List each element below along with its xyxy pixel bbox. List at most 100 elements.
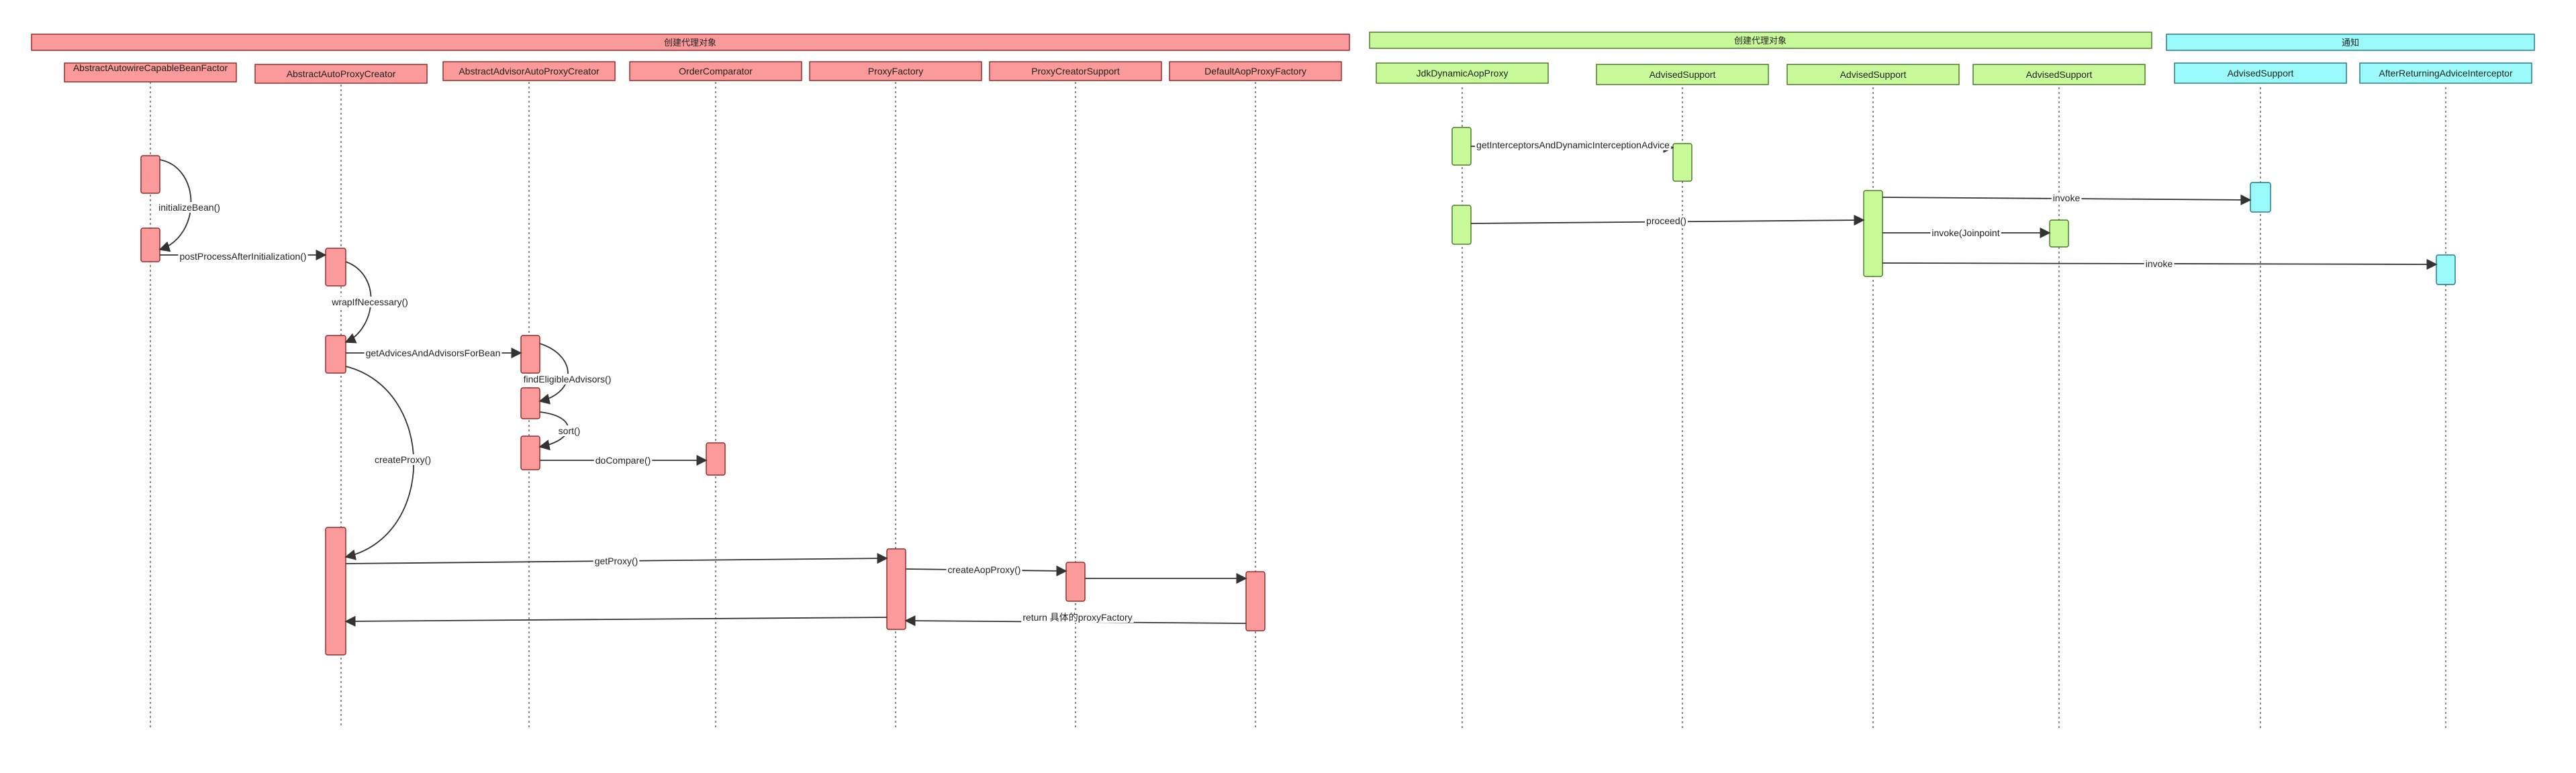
message-getadvicesandadvisorsforbean: getAdvicesAndAdvisorsForBean [346, 347, 522, 359]
label-background [364, 348, 502, 358]
label-background [593, 455, 653, 466]
label-background [1021, 612, 1134, 623]
activation-box [520, 335, 540, 374]
participant-label: ProxyCreatorSupport [1031, 66, 1120, 76]
message-label: proceed() [1646, 215, 1686, 226]
activation-box [1245, 571, 1266, 631]
participant-label: AdvisedSupport [1840, 69, 1907, 80]
group-title: 创建代理对象 [664, 38, 716, 48]
label-background [1930, 227, 2001, 238]
activation-box [1065, 562, 1086, 602]
message-invoke-advisedsupport: invoke [1882, 193, 2252, 205]
message-invoke-afterreturning: invoke [1882, 258, 2438, 270]
activations [140, 127, 2456, 656]
activation-box [1672, 143, 1692, 182]
message-initializebean: initializeBean() [157, 159, 222, 252]
message-sort: sort() [538, 411, 582, 451]
label-background [946, 564, 1022, 575]
message-label: doCompare() [595, 455, 651, 466]
message-label: invoke(Joinpoint [1931, 227, 1999, 238]
message-label: getProxy() [595, 556, 638, 566]
message-label: createAopProxy() [948, 564, 1021, 575]
participant-p4: OrderComparator [629, 61, 802, 81]
activation-box [1451, 205, 1472, 245]
activation-box [1451, 127, 1472, 166]
message-label: invoke [2053, 193, 2081, 203]
participant-label: AfterReturningAdviceInterceptor [2379, 68, 2513, 79]
label-background [2144, 258, 2175, 269]
activation-box [140, 155, 160, 194]
label-background [593, 556, 640, 566]
activation-box [2436, 254, 2456, 285]
message-return-proxy [344, 615, 888, 627]
message-label: createProxy() [375, 454, 431, 465]
participant-p1: AbstractAutowireCapableBeanFactor [64, 62, 237, 83]
participant-label: DefaultAopProxyFactory [1204, 66, 1306, 76]
participant-p10: AdvisedSupport [1786, 64, 1960, 85]
message-proceed: proceed() [1470, 215, 1865, 226]
message-label: findEligibleAdvisors() [524, 374, 612, 384]
message-getinterceptorsanddynamicinterceptionadvice: getInterceptorsAndDynamicInterceptionAdv… [1470, 140, 1674, 154]
participant-heads: AbstractAutowireCapableBeanFactor Abstra… [64, 61, 2532, 85]
message-label: return 具体的proxyFactory [1022, 612, 1132, 623]
label-background [330, 297, 410, 307]
message-label: wrapIfNecessary() [331, 297, 408, 307]
label-background [522, 374, 613, 384]
message-docompare: doCompare() [540, 454, 708, 466]
group-bar-g2: 创建代理对象 [1369, 32, 2152, 49]
activation-box [2049, 219, 2069, 248]
label-background [2051, 193, 2082, 203]
participant-label: AbstractAdvisorAutoProxyCreator [459, 66, 600, 76]
participant-label: AdvisedSupport [2026, 69, 2093, 80]
label-background [1645, 215, 1688, 226]
group-title: 创建代理对象 [1734, 36, 1786, 46]
label-background [373, 454, 433, 465]
participant-p2: AbstractAutoProxyCreator [254, 64, 428, 84]
message-label: getAdvicesAndAdvisorsForBean [366, 348, 501, 358]
group-bar-g3: 通知 [2166, 34, 2535, 51]
activation-box [706, 442, 726, 476]
activation-box [325, 248, 346, 287]
activation-box [886, 548, 906, 630]
message-label: sort() [559, 425, 581, 436]
message-createproxy: createProxy() [344, 366, 433, 560]
message-findeligibleadvisors: findEligibleAdvisors() [522, 343, 613, 405]
activation-box [520, 435, 540, 470]
participant-p12: AdvisedSupport [2174, 62, 2347, 84]
message-label: invoke [2146, 258, 2173, 269]
message-label: initializeBean() [158, 202, 220, 213]
participant-p13: AfterReturningAdviceInterceptor [2359, 62, 2532, 84]
participant-label: AdvisedSupport [1650, 69, 1716, 80]
message-label: postProcessAfterInitialization() [179, 251, 306, 262]
label-background [557, 425, 582, 436]
activation-box [2250, 182, 2271, 213]
label-background [157, 202, 222, 213]
message-wrapifnecessary: wrapIfNecessary() [330, 261, 410, 344]
participant-p7: DefaultAopProxyFactory [1169, 61, 1342, 81]
activation-box [325, 335, 346, 374]
message-return-proxyfactory: return 具体的proxyFactory [904, 612, 1247, 627]
message-invoke-joinpoint: invoke(Joinpoint [1882, 227, 2051, 239]
activation-box [140, 227, 160, 262]
participant-label: ProxyFactory [868, 66, 923, 76]
participant-p6: ProxyCreatorSupport [989, 61, 1162, 81]
participant-p9: AdvisedSupport [1596, 64, 1769, 85]
messages: initializeBean() postProcessAfterInitial… [157, 140, 2438, 627]
message-createaopproxy: createAopProxy() [905, 564, 1067, 576]
message-getproxy: getProxy() [345, 553, 888, 566]
label-background [1475, 140, 1672, 150]
participant-label: AbstractAutowireCapableBeanFactor [73, 62, 228, 73]
participant-p3: AbstractAdvisorAutoProxyCreator [442, 61, 616, 81]
message-postprocessafterinitialization: postProcessAfterInitialization() [160, 249, 327, 262]
participant-label: JdkDynamicAopProxy [1417, 68, 1509, 79]
activation-box [1863, 190, 1883, 277]
label-background [178, 251, 308, 262]
group-title: 通知 [2342, 38, 2359, 48]
group-bar-g1: 创建代理对象 [31, 34, 1350, 51]
message-label: getInterceptorsAndDynamicInterceptionAdv… [1476, 140, 1670, 150]
participant-label: AbstractAutoProxyCreator [287, 68, 396, 79]
lifelines [150, 82, 2446, 728]
participant-p11: AdvisedSupport [1972, 64, 2146, 85]
